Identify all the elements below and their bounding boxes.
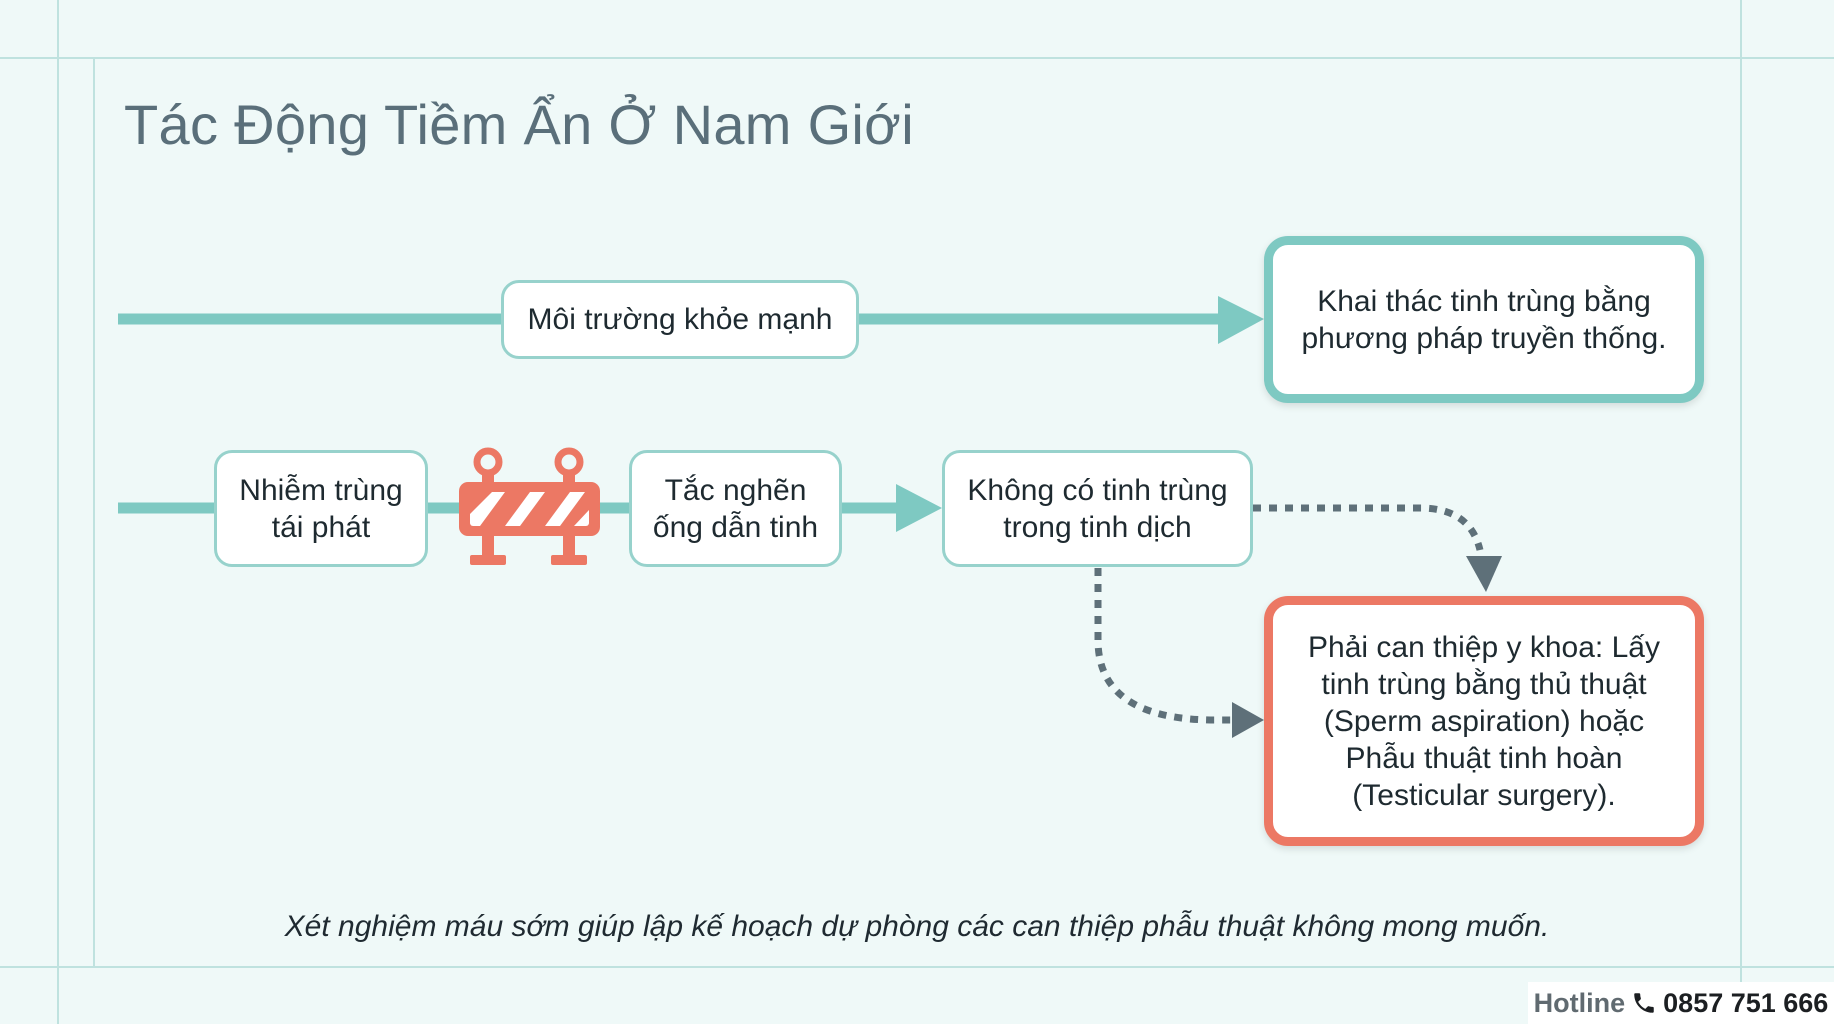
healthy-flow-arrowhead (1218, 296, 1264, 344)
node-azoospermia-label: Không có tinh trùng trong tinh dịch (967, 473, 1228, 544)
hotline-label: Hotline (1533, 987, 1626, 1018)
hotline-badge[interactable]: Hotline 0857 751 666 (1528, 982, 1834, 1024)
frame-line-left-inner (93, 57, 95, 968)
phone-icon (1634, 993, 1654, 1013)
node-medical-intervention-label: Phải can thiệp y khoa: Lấy tinh trùng bằ… (1308, 630, 1660, 812)
frame-line-bottom (0, 966, 1834, 968)
footnote: Xét nghiệm máu sớm giúp lập kế hoạch dự … (284, 910, 1550, 943)
node-traditional-retrieval: Khai thác tinh trùng bằng phương pháp tr… (1264, 236, 1704, 403)
frame-line-right (1740, 0, 1742, 1024)
node-medical-intervention: Phải can thiệp y khoa: Lấy tinh trùng bằ… (1264, 596, 1704, 846)
frame-line-top (0, 57, 1834, 59)
problem-flow-arrowhead (896, 484, 942, 532)
dashed-arrow-right (1253, 504, 1484, 551)
node-healthy-environment: Môi trường khỏe mạnh (501, 280, 859, 359)
node-healthy-environment-label: Môi trường khỏe mạnh (527, 303, 833, 336)
node-azoospermia: Không có tinh trùng trong tinh dịch (942, 450, 1253, 567)
node-traditional-retrieval-label: Khai thác tinh trùng bằng phương pháp tr… (1301, 284, 1667, 355)
frame-line-left-outer (57, 0, 59, 1024)
node-recurrent-infection: Nhiễm trùng tái phát (214, 450, 428, 567)
hotline-number[interactable]: 0857 751 666 (1663, 987, 1829, 1018)
dashed-arrow-down (1094, 568, 1232, 724)
node-vas-deferens-blockage-label: Tắc nghẽn ống dẫn tinh (652, 473, 819, 544)
node-recurrent-infection-label: Nhiễm trùng tái phát (239, 473, 403, 544)
node-vas-deferens-blockage: Tắc nghẽn ống dẫn tinh (629, 450, 842, 567)
dashed-arrow-down-head (1232, 702, 1264, 738)
barrier-icon (459, 447, 600, 565)
page-title: Tác Động Tiềm Ẩn Ở Nam Giới (124, 93, 914, 156)
dashed-arrow-right-head (1466, 556, 1502, 592)
